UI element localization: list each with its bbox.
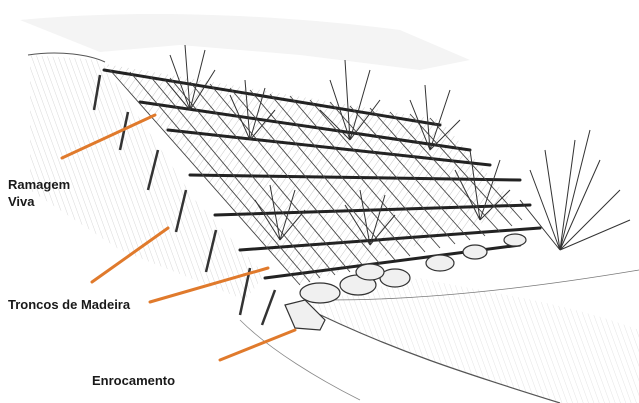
label-troncos-de-madeira: Troncos de Madeira (8, 296, 130, 313)
label-enrocamento: Enrocamento (92, 372, 175, 389)
rock-icon (356, 264, 384, 280)
label-ramagem-viva: Ramagem Viva (8, 176, 70, 210)
stake-icon (262, 290, 275, 325)
shrub-icon (520, 130, 630, 250)
rock-icon (426, 255, 454, 271)
water-edge (240, 270, 639, 403)
rock-icon (300, 283, 340, 303)
rock-icon (504, 234, 526, 246)
rock-icon (463, 245, 487, 259)
